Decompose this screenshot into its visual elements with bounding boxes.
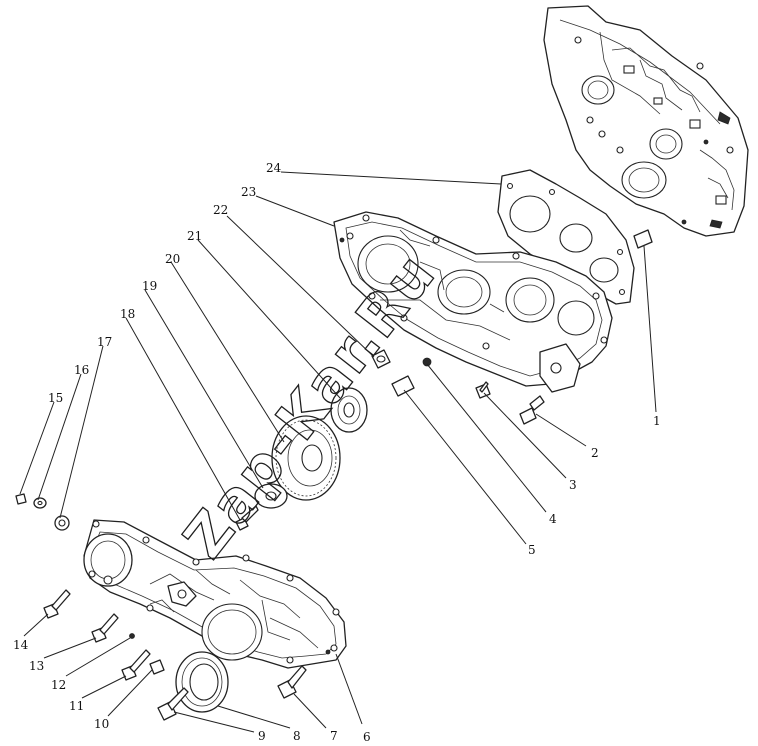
leader-lines [19, 171, 657, 733]
bolt-11 [121, 649, 151, 681]
dowel-pin [633, 229, 653, 249]
callout-2: 2 [591, 446, 599, 460]
callout-13: 13 [29, 659, 44, 673]
gear-bolt [235, 505, 259, 531]
idler-pin [371, 349, 391, 369]
callout-5: 5 [528, 543, 536, 557]
bolt-10 [149, 659, 165, 675]
idler-hub [330, 387, 368, 433]
outer-timing-cover [83, 519, 347, 669]
callout-19: 19 [142, 279, 157, 293]
bolt-7 [277, 665, 307, 699]
callout-20: 20 [165, 252, 180, 266]
engine-block [543, 5, 749, 237]
small-screw [15, 493, 27, 505]
watermark-text: Zap-Kar.Ru [172, 242, 449, 571]
bolt-3 [475, 381, 491, 399]
callout-6: 6 [363, 730, 371, 744]
watermark: Zap-Kar.Ru [171, 241, 449, 571]
callout-14: 14 [13, 638, 29, 652]
callout-16: 16 [74, 363, 89, 377]
callout-3: 3 [569, 478, 577, 492]
callout-17: 17 [97, 335, 112, 349]
gasket [497, 169, 635, 305]
oil-seal [175, 651, 229, 713]
callout-11: 11 [69, 699, 84, 713]
callout-21: 21 [187, 229, 202, 243]
callout-24: 24 [266, 161, 282, 175]
bolt-14 [43, 589, 71, 619]
callout-8: 8 [293, 729, 301, 743]
callout-12: 12 [51, 678, 66, 692]
small-washer [33, 497, 47, 509]
callout-labels: 1 2 3 4 5 6 7 8 9 10 11 12 13 14 15 16 1… [13, 161, 661, 744]
callout-22: 22 [213, 203, 228, 217]
bolt-2 [519, 395, 545, 425]
idler-gear [271, 415, 341, 501]
inner-timing-housing [333, 211, 613, 393]
thrust-washer [254, 483, 288, 509]
seal-ring [54, 515, 70, 531]
bushing [391, 375, 415, 397]
callout-10: 10 [94, 717, 109, 731]
bolt-9 [157, 687, 189, 721]
plug [422, 357, 432, 367]
callout-18: 18 [120, 307, 135, 321]
callout-7: 7 [330, 729, 338, 743]
callout-23: 23 [241, 185, 256, 199]
callout-4: 4 [549, 512, 557, 526]
callout-9: 9 [258, 729, 266, 743]
callout-1: 1 [653, 414, 661, 428]
washer-12 [129, 633, 135, 639]
callout-15: 15 [48, 391, 63, 405]
